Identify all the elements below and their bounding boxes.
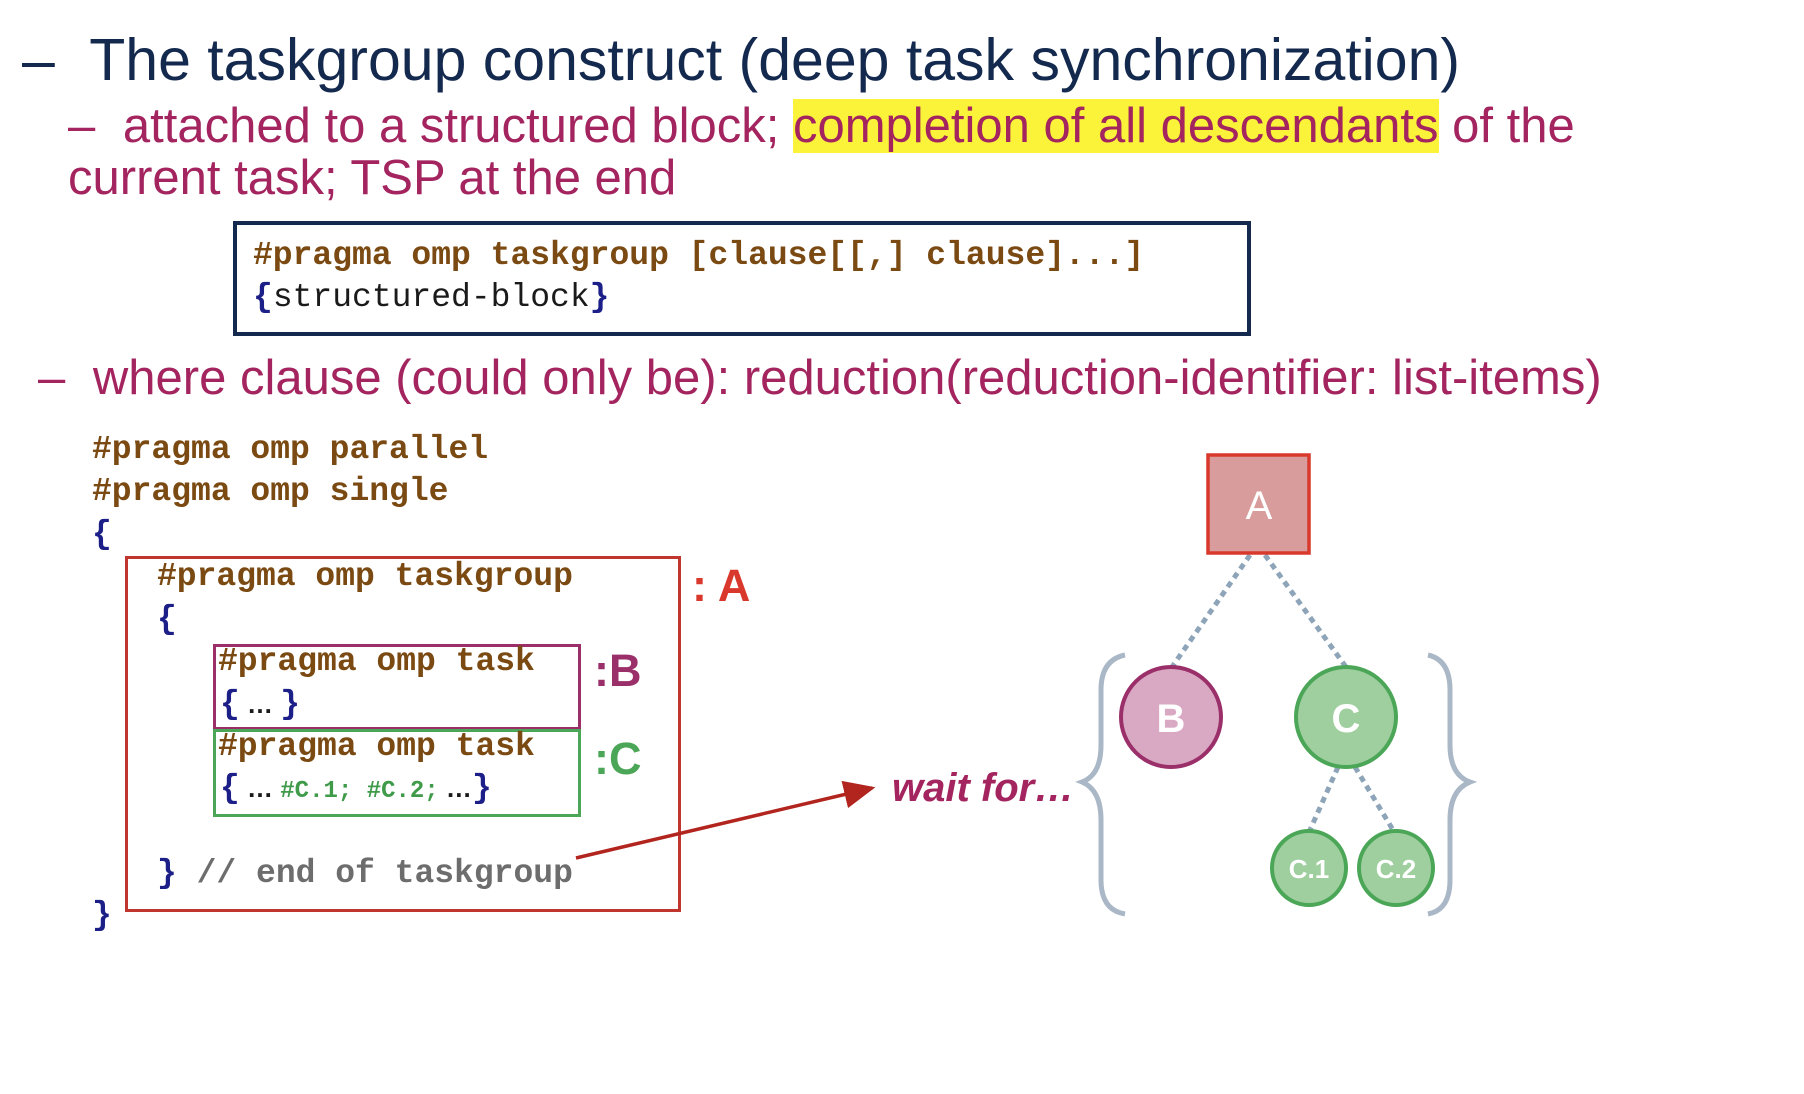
tree-label-b: B <box>1157 697 1186 741</box>
left-curly-bracket <box>1075 652 1126 917</box>
edge-c-c1 <box>1307 765 1341 832</box>
point1-bullet: – <box>68 99 96 153</box>
point1-line2: current task; TSP at the end <box>68 151 677 205</box>
code-line8: #pragma omp task <box>218 728 535 765</box>
heading: – The taskgroup construct (deep task syn… <box>22 26 1460 94</box>
syntax-box: #pragma omp taskgroup [clause[[,] clause… <box>233 221 1251 336</box>
tree-node-a <box>1206 453 1311 555</box>
task-b-close-brace: } <box>280 686 301 723</box>
code-line10: } // end of taskgroup <box>157 855 573 892</box>
tree-label-a: A <box>1246 484 1273 528</box>
task-box-b <box>213 644 581 730</box>
code-line6: #pragma omp task <box>218 643 535 680</box>
point2-bullet: – <box>38 351 66 405</box>
code-line9: { … #C.1; #C.2; …} <box>220 770 492 807</box>
heading-bullet: – <box>22 27 55 93</box>
point1-after: of the <box>1438 99 1575 153</box>
code-line2: #pragma omp single <box>92 473 449 510</box>
code-line1: #pragma omp parallel <box>92 431 489 468</box>
edge-c-c2 <box>1352 765 1396 832</box>
point1-before: attached to a structured block; <box>122 99 793 153</box>
tree-label-c: C <box>1332 697 1361 741</box>
edge-a-c <box>1262 553 1349 669</box>
task-c1-ref: #C.1; <box>280 778 353 805</box>
taskgroup-box-a <box>125 556 681 912</box>
syntax-structured-block: structured-block <box>272 279 590 316</box>
task-c-ellipsis-2: … <box>438 773 472 803</box>
edge-a-b <box>1169 553 1253 669</box>
taskgroup-close-brace: } <box>157 855 177 892</box>
tree-node-b <box>1119 665 1223 769</box>
point1-highlight: completion of all descendants <box>792 99 1439 153</box>
code-line7: { … } <box>220 686 300 723</box>
task-box-c <box>213 729 581 817</box>
tree-label-c2: C.2 <box>1376 854 1416 884</box>
heading-text: The taskgroup construct (deep task synch… <box>89 27 1461 93</box>
syntax-line2: {structured-block} <box>253 279 609 316</box>
point2-text: where clause (could only be): reduction(… <box>92 351 1602 405</box>
label-a: : A <box>692 560 751 611</box>
task-c-ellipsis-1: … <box>239 773 281 803</box>
label-c: :C <box>594 733 642 784</box>
code-line11: } <box>92 897 112 934</box>
task-c-close-brace: } <box>471 770 492 807</box>
tree-node-c2 <box>1357 829 1435 907</box>
tree-label-c1: C.1 <box>1289 854 1329 884</box>
task-b-open-brace: { <box>220 686 240 723</box>
end-of-taskgroup-comment: // end of taskgroup <box>176 855 573 892</box>
code-line5: { <box>157 601 177 638</box>
syntax-line1: #pragma omp taskgroup [clause[[,] clause… <box>253 237 1145 274</box>
task-b-ellipsis: … <box>239 689 281 719</box>
wait-arrow <box>575 780 876 860</box>
label-b: :B <box>594 645 642 696</box>
tree-node-c1 <box>1270 829 1348 907</box>
syntax-open-brace: { <box>253 279 273 316</box>
syntax-close-brace: } <box>589 279 610 316</box>
code-line4: #pragma omp taskgroup <box>157 558 573 595</box>
point2: – where clause (could only be): reductio… <box>38 350 1602 406</box>
task-c2-ref: #C.2; <box>366 778 439 805</box>
task-c-open-brace: { <box>220 770 240 807</box>
tree-node-c <box>1294 665 1398 769</box>
wait-for-label: wait for… <box>892 766 1075 810</box>
right-curly-bracket <box>1427 652 1478 917</box>
point1-line1: – attached to a structured block; comple… <box>68 98 1575 154</box>
code-line3: { <box>92 516 112 553</box>
